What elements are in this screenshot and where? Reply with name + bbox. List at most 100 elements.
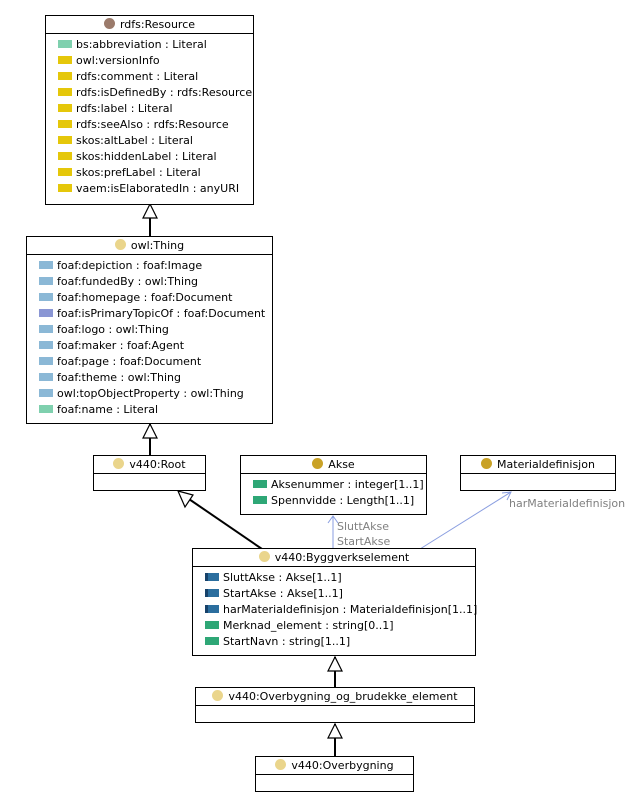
attribute-label: StartAkse : Akse[1..1] <box>223 587 343 600</box>
attribute-label: foaf:fundedBy : owl:Thing <box>57 275 199 288</box>
attribute-list: bs:abbreviation : Literal owl:versionInfo… <box>46 34 253 197</box>
attribute-type-icon <box>205 605 219 613</box>
attribute-row[interactable]: foaf:logo : owl:Thing <box>39 322 272 338</box>
attribute-label: bs:abbreviation : Literal <box>76 38 207 51</box>
class-v440-byggverkselement[interactable]: v440:Byggverkselement SluttAkse : Akse[1… <box>192 548 478 656</box>
class-v440-overbygning-og-brudekke-element[interactable]: v440:Overbygning_og_brudekke_element <box>195 687 475 723</box>
attribute-type-icon <box>39 277 53 285</box>
attribute-row[interactable]: Aksenummer : integer[1..1] <box>253 477 426 493</box>
attribute-row[interactable]: vaem:isElaboratedIn : anyURI <box>58 181 253 197</box>
attribute-row[interactable]: bs:abbreviation : Literal <box>58 37 253 53</box>
generalization-arrowhead <box>142 422 158 439</box>
attribute-type-icon <box>58 72 72 80</box>
attribute-label: foaf:isPrimaryTopicOf : foaf:Document <box>57 307 266 320</box>
attribute-row[interactable]: Merknad_element : string[0..1] <box>205 618 475 634</box>
edge-label-sluttakse: SluttAkse <box>337 520 390 533</box>
attribute-type-icon <box>205 573 219 581</box>
class-icon <box>275 759 287 770</box>
attribute-label: StartNavn : string[1..1] <box>223 635 351 648</box>
attribute-label: Merknad_element : string[0..1] <box>223 619 394 632</box>
attribute-type-icon <box>58 40 72 48</box>
attribute-type-icon <box>205 589 219 597</box>
attribute-label: rdfs:comment : Literal <box>76 70 199 83</box>
attribute-label: harMaterialdefinisjon : Materialdefinisj… <box>223 603 478 616</box>
attribute-row[interactable]: foaf:fundedBy : owl:Thing <box>39 274 272 290</box>
attribute-row[interactable]: foaf:homepage : foaf:Document <box>39 290 272 306</box>
attribute-row[interactable]: foaf:page : foaf:Document <box>39 354 272 370</box>
attribute-row[interactable]: rdfs:label : Literal <box>58 101 253 117</box>
class-v440-root[interactable]: v440:Root <box>93 455 206 491</box>
attribute-row[interactable]: owl:topObjectProperty : owl:Thing <box>39 386 272 402</box>
attribute-row[interactable]: foaf:isPrimaryTopicOf : foaf:Document <box>39 306 272 322</box>
attribute-type-icon <box>58 56 72 64</box>
attribute-label: foaf:name : Literal <box>57 403 159 416</box>
class-rdfs-resource[interactable]: rdfs:Resource bs:abbreviation : Literal o… <box>45 15 254 205</box>
class-icon <box>212 690 224 701</box>
class-akse[interactable]: Akse Aksenummer : integer[1..1] Spennvidd… <box>240 455 427 515</box>
attribute-type-icon <box>58 168 72 176</box>
class-icon <box>481 458 493 469</box>
class-materialdefinisjon[interactable]: Materialdefinisjon <box>460 455 616 491</box>
attribute-row[interactable]: foaf:name : Literal <box>39 402 272 418</box>
attribute-row[interactable]: skos:prefLabel : Literal <box>58 165 253 181</box>
class-name: v440:Byggverkselement <box>274 551 410 564</box>
class-header: Akse <box>241 456 426 474</box>
class-icon <box>113 458 125 469</box>
attribute-type-icon <box>58 152 72 160</box>
attribute-label: owl:topObjectProperty : owl:Thing <box>57 387 244 400</box>
attribute-type-icon <box>39 309 53 317</box>
attribute-type-icon <box>39 261 53 269</box>
attribute-row[interactable]: foaf:theme : owl:Thing <box>39 370 272 386</box>
attribute-row[interactable]: rdfs:isDefinedBy : rdfs:Resource <box>58 85 253 101</box>
attribute-type-icon <box>205 621 219 629</box>
class-name: Akse <box>328 458 355 471</box>
class-header: v440:Root <box>94 456 205 474</box>
attribute-label: foaf:page : foaf:Document <box>57 355 202 368</box>
attribute-row[interactable]: SluttAkse : Akse[1..1] <box>205 570 475 586</box>
attribute-type-icon <box>39 389 53 397</box>
attribute-type-icon <box>253 480 267 488</box>
attribute-row[interactable]: Spennvidde : Length[1..1] <box>253 493 426 509</box>
attribute-list: Aksenummer : integer[1..1] Spennvidde : L… <box>241 474 426 509</box>
attribute-label: skos:altLabel : Literal <box>76 134 193 147</box>
attribute-row[interactable]: foaf:depiction : foaf:Image <box>39 258 272 274</box>
attribute-row[interactable]: StartNavn : string[1..1] <box>205 634 475 650</box>
attribute-row[interactable]: foaf:maker : foaf:Agent <box>39 338 272 354</box>
attribute-label: skos:hiddenLabel : Literal <box>76 150 217 163</box>
class-name: v440:Overbygning_og_brudekke_element <box>228 690 458 703</box>
attribute-row[interactable]: skos:hiddenLabel : Literal <box>58 149 253 165</box>
attribute-label: Aksenummer : integer[1..1] <box>271 478 424 491</box>
attribute-row[interactable]: rdfs:seeAlso : rdfs:Resource <box>58 117 253 133</box>
attribute-row[interactable]: StartAkse : Akse[1..1] <box>205 586 475 602</box>
generalization-arrowhead <box>327 722 343 739</box>
class-header: Materialdefinisjon <box>461 456 615 474</box>
class-name: rdfs:Resource <box>119 18 196 31</box>
class-header: v440:Byggverkselement <box>193 549 475 567</box>
class-v440-overbygning[interactable]: v440:Overbygning <box>255 756 414 792</box>
attribute-row[interactable]: owl:versionInfo <box>58 53 253 69</box>
attribute-label: rdfs:seeAlso : rdfs:Resource <box>76 118 229 131</box>
class-header: v440:Overbygning_og_brudekke_element <box>196 688 474 706</box>
attribute-type-icon <box>39 325 53 333</box>
attribute-label: rdfs:label : Literal <box>76 102 173 115</box>
generalization-edge-bygg-root <box>185 496 263 550</box>
class-name: v440:Root <box>129 458 186 471</box>
association-edge-materialdefinisjon <box>419 491 512 550</box>
class-icon <box>312 458 324 469</box>
attribute-label: Spennvidde : Length[1..1] <box>271 494 415 507</box>
attribute-row[interactable]: rdfs:comment : Literal <box>58 69 253 85</box>
attribute-label: vaem:isElaboratedIn : anyURI <box>76 182 240 195</box>
class-icon <box>103 18 115 29</box>
attribute-row[interactable]: harMaterialdefinisjon : Materialdefinisj… <box>205 602 478 618</box>
attribute-row[interactable]: skos:altLabel : Literal <box>58 133 253 149</box>
association-arrowhead <box>501 491 512 501</box>
generalization-arrowhead <box>142 202 158 219</box>
attribute-type-icon <box>58 104 72 112</box>
attribute-type-icon <box>39 373 53 381</box>
attribute-type-icon <box>205 637 219 645</box>
attribute-label: skos:prefLabel : Literal <box>76 166 201 179</box>
attribute-type-icon <box>58 136 72 144</box>
attribute-type-icon <box>253 496 267 504</box>
